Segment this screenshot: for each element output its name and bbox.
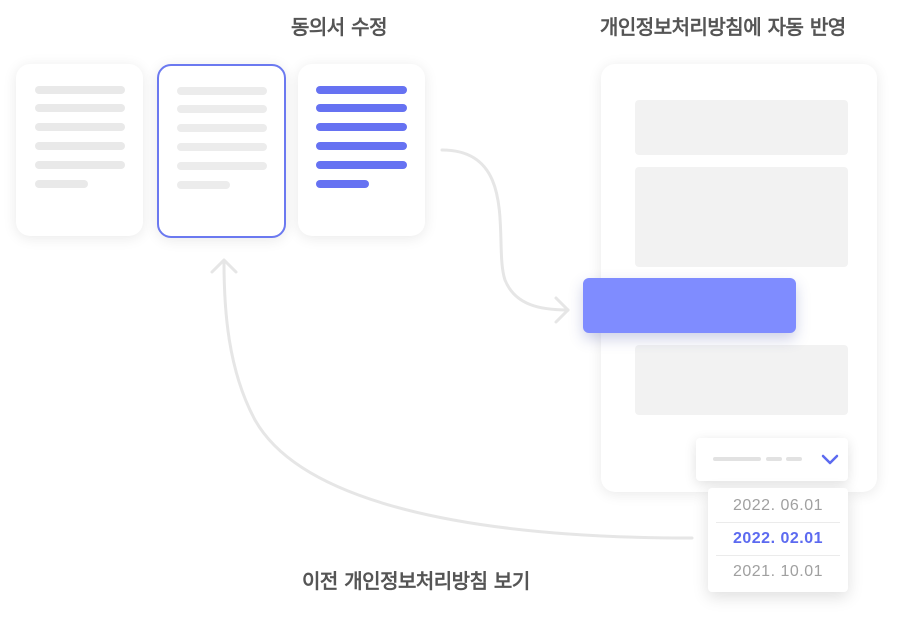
version-list: 2022. 06.01 2022. 02.01 2021. 10.01 bbox=[708, 488, 848, 592]
text-line bbox=[316, 104, 407, 112]
arrow-to-previous bbox=[222, 260, 694, 540]
text-line bbox=[35, 161, 125, 169]
view-previous-label: 이전 개인정보처리방침 보기 bbox=[302, 569, 530, 593]
edit-consent-label: 동의서 수정 bbox=[291, 15, 387, 39]
text-line bbox=[35, 180, 88, 188]
placeholder-dash bbox=[766, 457, 782, 461]
arrow-to-previous-head bbox=[210, 258, 238, 274]
text-line bbox=[35, 142, 125, 150]
policy-section bbox=[635, 345, 848, 415]
consent-document-original bbox=[16, 64, 143, 236]
version-dropdown[interactable] bbox=[696, 438, 848, 481]
policy-section bbox=[635, 100, 848, 155]
placeholder-dash bbox=[713, 457, 761, 461]
text-line bbox=[316, 86, 407, 94]
text-line bbox=[177, 181, 230, 189]
divider bbox=[716, 555, 840, 556]
version-option-2[interactable]: 2021. 10.01 bbox=[732, 563, 824, 580]
text-line bbox=[177, 124, 267, 132]
text-line bbox=[177, 87, 267, 95]
divider bbox=[716, 522, 840, 523]
version-option-selected[interactable]: 2022. 02.01 bbox=[732, 530, 824, 547]
consent-document-selected[interactable] bbox=[157, 64, 286, 238]
auto-reflect-label: 개인정보처리방침에 자동 반영 bbox=[600, 15, 846, 39]
policy-section bbox=[635, 167, 848, 267]
text-line bbox=[177, 105, 267, 113]
chevron-down-icon[interactable] bbox=[820, 450, 840, 468]
consent-document-edited bbox=[298, 64, 425, 236]
version-option-0[interactable]: 2022. 06.01 bbox=[732, 497, 824, 514]
text-line bbox=[316, 123, 407, 131]
arrow-to-policy bbox=[440, 148, 570, 312]
text-line bbox=[316, 180, 369, 188]
text-line bbox=[35, 104, 125, 112]
text-line bbox=[177, 162, 267, 170]
updated-policy-section bbox=[583, 278, 796, 333]
text-line bbox=[316, 142, 407, 150]
text-line bbox=[35, 86, 125, 94]
text-line bbox=[35, 123, 125, 131]
arrow-to-policy-head bbox=[554, 296, 570, 324]
text-line bbox=[316, 161, 407, 169]
placeholder-dash bbox=[786, 457, 802, 461]
text-line bbox=[177, 143, 267, 151]
